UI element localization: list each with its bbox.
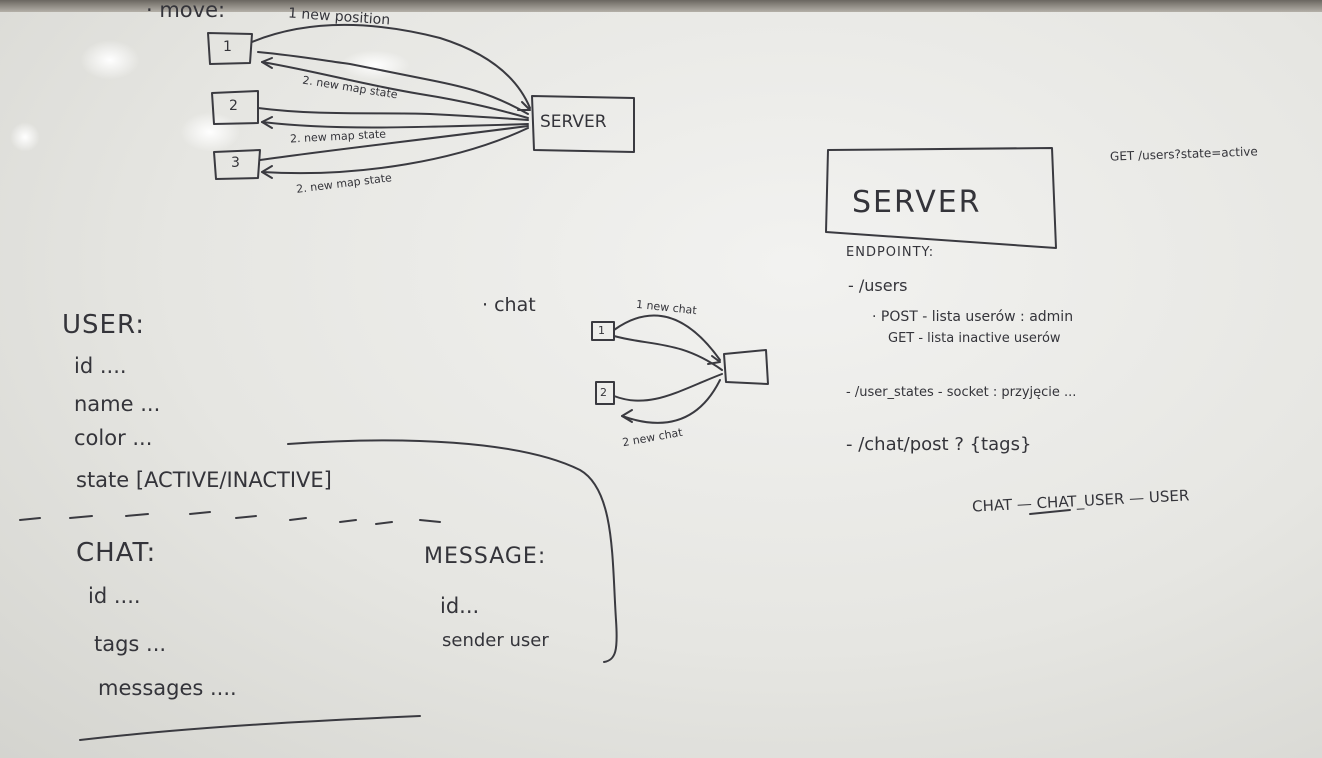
wavy-line xyxy=(613,373,723,402)
model-underline xyxy=(79,715,421,741)
user-field-color: color ... xyxy=(74,426,153,450)
client-label-1: 1 xyxy=(223,39,232,55)
board-frame xyxy=(0,0,1322,12)
arrow-new-chat-reply xyxy=(621,379,721,424)
wavy-line xyxy=(257,51,529,115)
arrow-new-chat xyxy=(613,314,721,361)
endpoint-users: - /users xyxy=(848,276,908,295)
arrow-map-state-3 xyxy=(261,127,529,175)
relation-arrow xyxy=(1029,509,1071,515)
divider-dashes xyxy=(19,511,441,525)
arrowhead xyxy=(261,165,273,179)
user-title: USER: xyxy=(62,310,145,340)
endpoint-users-get: GET - lista inactive userów xyxy=(888,331,1061,346)
endpoints-label: ENDPOINTY: xyxy=(846,245,935,260)
light-glare xyxy=(80,40,140,80)
chat-client-label-1: 1 xyxy=(598,324,605,337)
arrow-map-state-1 xyxy=(261,61,529,119)
server-label-small: SERVER xyxy=(540,112,607,132)
arrowhead xyxy=(261,57,273,69)
user-field-id: id .... xyxy=(74,354,127,378)
chat-field-tags: tags ... xyxy=(94,632,167,656)
wavy-line xyxy=(257,107,529,121)
chat-heading: · chat xyxy=(482,294,536,316)
arrowhead xyxy=(621,409,633,423)
wavy-line xyxy=(613,335,723,371)
client-label-3: 3 xyxy=(231,155,240,171)
wavy-line xyxy=(259,125,529,161)
server-title-large: SERVER xyxy=(852,185,982,220)
chat-client-label-2: 2 xyxy=(600,386,607,399)
server-box-large xyxy=(825,147,1057,249)
endpoint-user-states: - /user_states - socket : przyjęcie ... xyxy=(846,385,1077,400)
user-field-name: name ... xyxy=(74,392,161,416)
endpoint-users-post: · POST - lista userów : admin xyxy=(872,309,1074,325)
user-field-state: state [ACTIVE/INACTIVE] xyxy=(76,468,332,492)
arrow-new-position xyxy=(251,24,531,109)
light-glare xyxy=(10,122,40,152)
message-title: MESSAGE: xyxy=(424,544,547,569)
message-field-sender: sender user xyxy=(442,630,549,651)
chat-server-box xyxy=(723,349,769,385)
move-heading: · move: xyxy=(146,0,226,22)
chat-field-id: id .... xyxy=(88,584,141,608)
server-box-small xyxy=(531,95,635,153)
message-field-id: id... xyxy=(440,594,480,618)
chat-title: CHAT: xyxy=(76,538,157,568)
client-label-2: 2 xyxy=(229,98,238,114)
endpoint-chat-post: - /chat/post ? {tags} xyxy=(846,434,1032,455)
chat-field-messages: messages .... xyxy=(98,676,237,700)
light-glare xyxy=(180,112,240,152)
model-bracket xyxy=(287,439,618,663)
arrow-map-state-2 xyxy=(261,121,529,129)
chat-client-box-1 xyxy=(591,321,615,341)
client-box-2 xyxy=(211,90,259,125)
arrowhead xyxy=(261,116,273,129)
chat-client-box-2 xyxy=(595,381,615,405)
client-box-1 xyxy=(207,32,253,65)
client-box-3 xyxy=(213,149,261,180)
